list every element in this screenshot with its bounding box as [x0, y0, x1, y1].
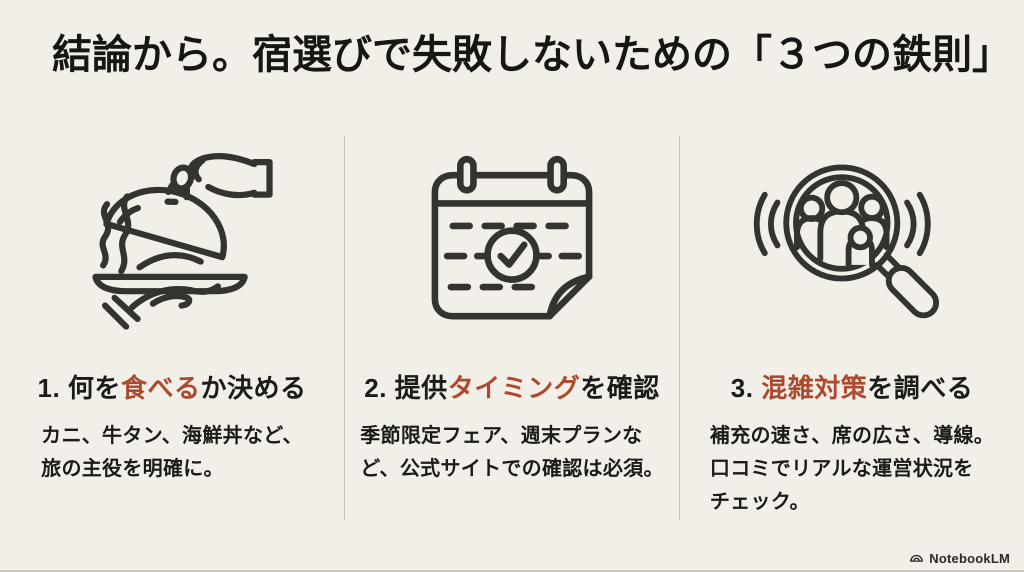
calendar-check-icon	[418, 140, 606, 342]
column-timing: 2. 提供タイミングを確認 季節限定フェア、週末プランな ど、公式サイトでの確認…	[344, 136, 679, 520]
heading-suffix: を確認	[580, 373, 660, 403]
column-heading: 1. 何を食べるか決める	[38, 368, 307, 405]
column-body: 補充の速さ、席の広さ、導線。 口コミでリアルな運営状況を チェック。	[709, 425, 995, 513]
brand-footer: NotebookLM	[909, 551, 1010, 566]
brand-name: NotebookLM	[929, 551, 1010, 566]
heading-highlight: タイミング	[447, 373, 581, 403]
crowd-magnifier-icon	[746, 140, 958, 342]
column-body: 季節限定フェア、週末プランな ど、公式サイトでの確認は必須。	[360, 425, 664, 480]
heading-highlight: 食べる	[120, 373, 201, 403]
columns-row: 1. 何を食べるか決める カニ、牛タン、海鮮丼など、 旅の主役を明確に。	[0, 136, 1024, 520]
heading-prefix: 3.	[730, 373, 762, 403]
heading-suffix: か決める	[200, 373, 307, 403]
column-heading: 2. 提供タイミングを確認	[364, 368, 659, 405]
heading-suffix: を調べる	[867, 373, 974, 403]
column-body: カニ、牛タン、海鮮丼など、 旅の主役を明確に。	[41, 425, 303, 480]
column-heading: 3. 混雑対策を調べる	[731, 368, 973, 405]
column-crowd: 3. 混雑対策を調べる 補充の速さ、席の広さ、導線。 口コミでリアルな運営状況を…	[679, 136, 1024, 520]
heading-prefix: 1. 何を	[37, 373, 121, 403]
column-food: 1. 何を食べるか決める カニ、牛タン、海鮮丼など、 旅の主役を明確に。	[0, 136, 344, 520]
heading-highlight: 混雑対策	[761, 373, 868, 403]
heading-prefix: 2. 提供	[364, 373, 448, 403]
notebooklm-logo-icon	[909, 551, 924, 566]
cloche-hand-icon	[57, 140, 287, 342]
page-title: 結論から。宿選びで失敗しないための「３つの鉄則」	[52, 32, 1012, 77]
